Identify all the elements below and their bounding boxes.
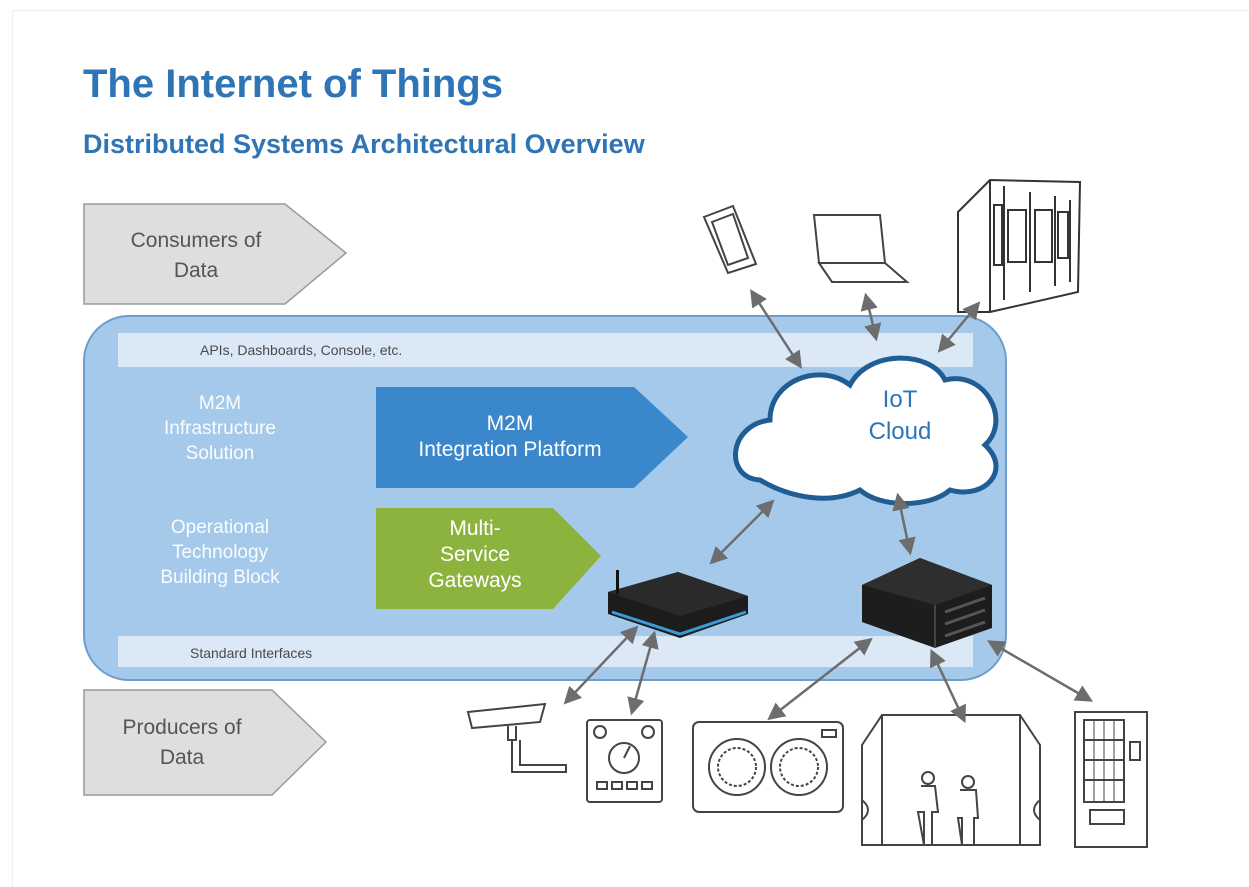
hvac-unit-icon bbox=[692, 721, 844, 813]
industrial-pc-icon bbox=[862, 558, 992, 648]
producers-of-data-arrow bbox=[83, 689, 328, 796]
laptop-icon bbox=[812, 214, 910, 283]
operational-technology-label: Operational Technology Building Block bbox=[160, 517, 280, 588]
sensor-post-icon bbox=[466, 702, 567, 773]
multi-service-gateways-box bbox=[376, 508, 601, 609]
apis-band-label: APIs, Dashboards, Console, etc. bbox=[200, 342, 403, 358]
consumers-of-data-arrow bbox=[83, 203, 348, 305]
m2m-integration-platform-box bbox=[376, 387, 688, 488]
vending-machine-icon bbox=[1074, 711, 1148, 848]
producers-of-data-label: Producers of Data bbox=[122, 716, 242, 769]
iot-cloud-shape bbox=[733, 355, 999, 506]
multi-service-gateways-label: Multi- Service Gateways bbox=[428, 517, 522, 592]
smartphone-icon bbox=[702, 204, 758, 275]
page-subtitle: Distributed Systems Architectural Overvi… bbox=[83, 129, 645, 159]
m2m-infrastructure-label: M2M Infrastructure Solution bbox=[164, 393, 276, 464]
gateway-router-icon bbox=[608, 570, 748, 638]
gauge-panel-icon bbox=[586, 719, 663, 803]
page-title: The Internet of Things bbox=[83, 62, 503, 106]
consumers-of-data-label: Consumers of Data bbox=[130, 229, 262, 282]
standard-interfaces-label: Standard Interfaces bbox=[190, 645, 313, 661]
m2m-integration-platform-label: M2M Integration Platform bbox=[418, 412, 602, 461]
server-rack-icon bbox=[957, 178, 1082, 313]
connector-arrows bbox=[563, 289, 1094, 724]
top-band bbox=[118, 333, 973, 367]
door-people-icon bbox=[861, 714, 1041, 846]
iot-cloud-label: IoT Cloud bbox=[868, 386, 932, 445]
